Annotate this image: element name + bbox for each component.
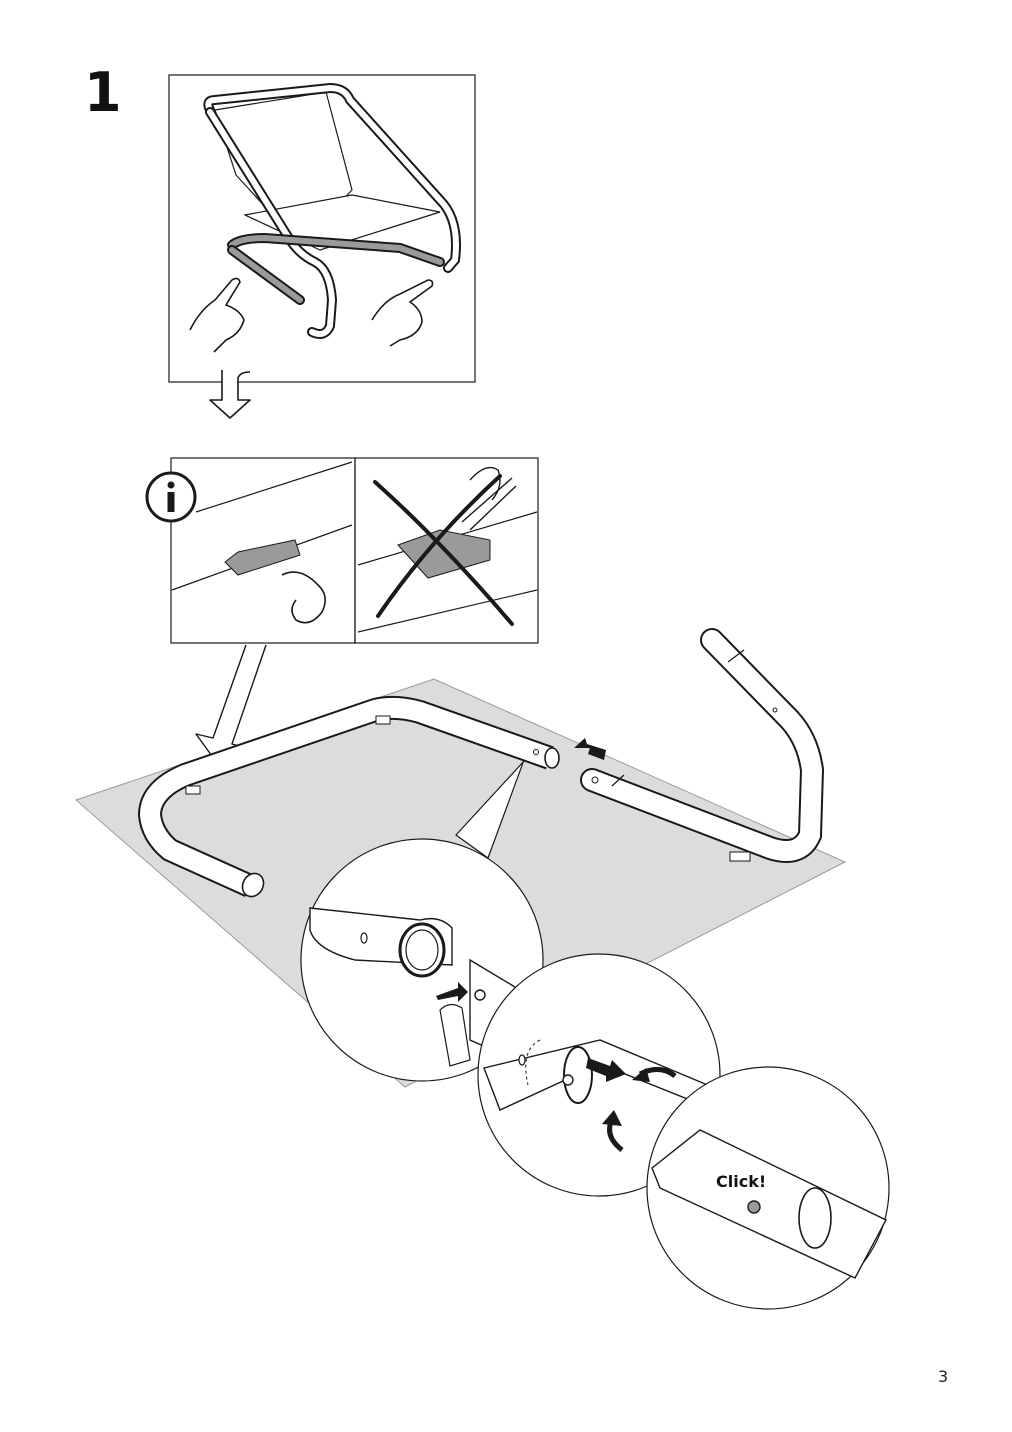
- push-arrow-icon: [574, 738, 606, 760]
- info-icon: [145, 471, 197, 523]
- detail-circle-3: [646, 1066, 890, 1310]
- cross-icon: [373, 474, 514, 626]
- detail-circle-1: [300, 838, 544, 1082]
- frame-right-tube: [580, 628, 825, 863]
- step-number: 1: [84, 61, 122, 124]
- chair-overview-panel: [168, 74, 476, 383]
- info-panel: [170, 457, 356, 644]
- page-number: 3: [938, 1367, 949, 1386]
- click-callout: Click!: [716, 1172, 767, 1191]
- frame-left-tube: [137, 695, 560, 898]
- do-not-panel: [354, 457, 539, 644]
- down-arrow-icon: [209, 370, 251, 419]
